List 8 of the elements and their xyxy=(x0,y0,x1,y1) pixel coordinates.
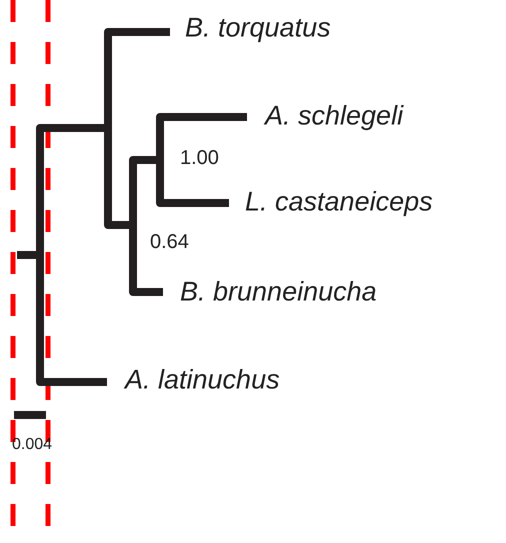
species-label: B. brunneinucha xyxy=(180,278,377,306)
support-value: 1.00 xyxy=(180,148,219,168)
species-label: B. torquatus xyxy=(185,14,331,42)
species-label: A. schlegeli xyxy=(265,102,404,130)
scale-label: 0.004 xyxy=(12,437,52,453)
species-label: L. castaneiceps xyxy=(245,188,433,216)
support-value: 0.64 xyxy=(150,232,189,252)
species-label: A. latinuchus xyxy=(125,366,280,394)
